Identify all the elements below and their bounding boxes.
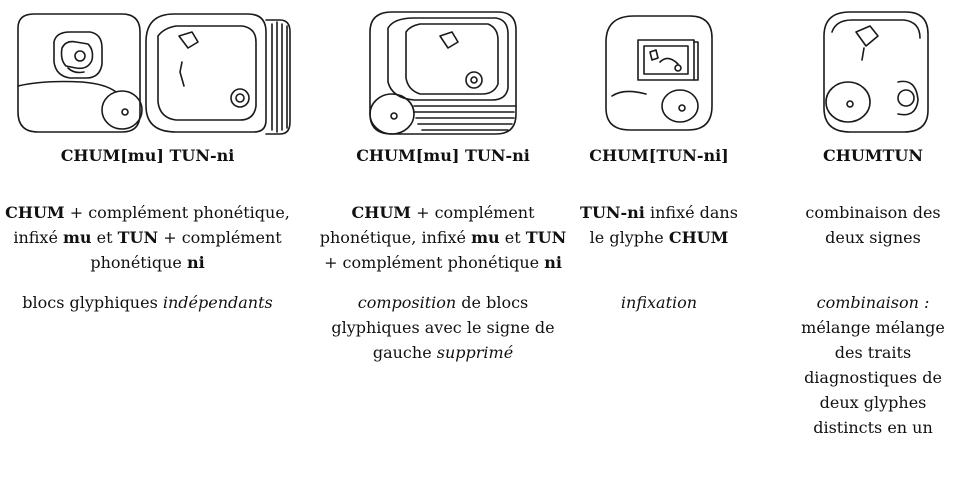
kind-emphasis: infixation <box>621 293 697 312</box>
desc-text: et <box>500 228 526 247</box>
desc-chum: CHUM <box>5 203 65 222</box>
column-3: CHUM[TUN-ni] TUN-ni infixé dans le glyph… <box>578 0 740 484</box>
column-4-description: combinaison des deux signes <box>768 200 978 250</box>
chumtun-combination-glyph <box>808 2 938 142</box>
column-4-kind: combinaison : mélange mélange des traits… <box>768 290 978 440</box>
column-3-title: CHUM[TUN-ni] <box>578 146 740 165</box>
column-4: CHUMTUN combinaison des deux signes comb… <box>768 0 978 484</box>
kind-emphasis: supprimé <box>437 343 513 362</box>
column-1-kind: blocs glyphiques indépendants <box>0 290 295 315</box>
kind-emphasis: indépendants <box>163 293 273 312</box>
column-1-description: CHUM + complément phonétique, infixé mu … <box>0 200 295 275</box>
chum-tun-infixation-glyph <box>594 2 724 142</box>
desc-tun: TUN <box>526 228 566 247</box>
chum-tun-composition-glyph <box>358 2 528 142</box>
desc-text: + complément phonétique <box>324 253 544 272</box>
desc-chum: CHUM <box>351 203 411 222</box>
desc-tun: TUN <box>118 228 158 247</box>
column-3-description: TUN-ni infixé dans le glyphe CHUM <box>578 200 740 250</box>
column-2: CHUM[mu] TUN-ni CHUM + complément phonét… <box>318 0 568 484</box>
column-1-title: CHUM[mu] TUN-ni <box>0 146 295 165</box>
kind-text: mélange mélange des traits diagnostiques… <box>801 318 945 437</box>
desc-ni: ni <box>544 253 562 272</box>
column-2-title: CHUM[mu] TUN-ni <box>318 146 568 165</box>
column-1: CHUM[mu] TUN-ni CHUM + complément phonét… <box>0 0 295 484</box>
desc-text: combinaison des deux signes <box>805 203 940 247</box>
column-2-kind: composition de blocs glyphiques avec le … <box>318 290 568 365</box>
chum-tun-separate-glyph <box>4 2 294 142</box>
desc-mu: mu <box>63 228 92 247</box>
desc-mu: mu <box>471 228 500 247</box>
desc-chum: CHUM <box>669 228 729 247</box>
kind-emphasis: combinaison : <box>817 293 930 312</box>
kind-text: blocs glyphiques <box>22 293 163 312</box>
desc-ni: ni <box>187 253 205 272</box>
desc-tun-ni: TUN-ni <box>580 203 645 222</box>
column-3-kind: infixation <box>578 290 740 315</box>
column-4-title: CHUMTUN <box>768 146 978 165</box>
desc-text: et <box>92 228 118 247</box>
kind-emphasis: composition <box>358 293 456 312</box>
column-2-description: CHUM + complément phonétique, infixé mu … <box>318 200 568 275</box>
